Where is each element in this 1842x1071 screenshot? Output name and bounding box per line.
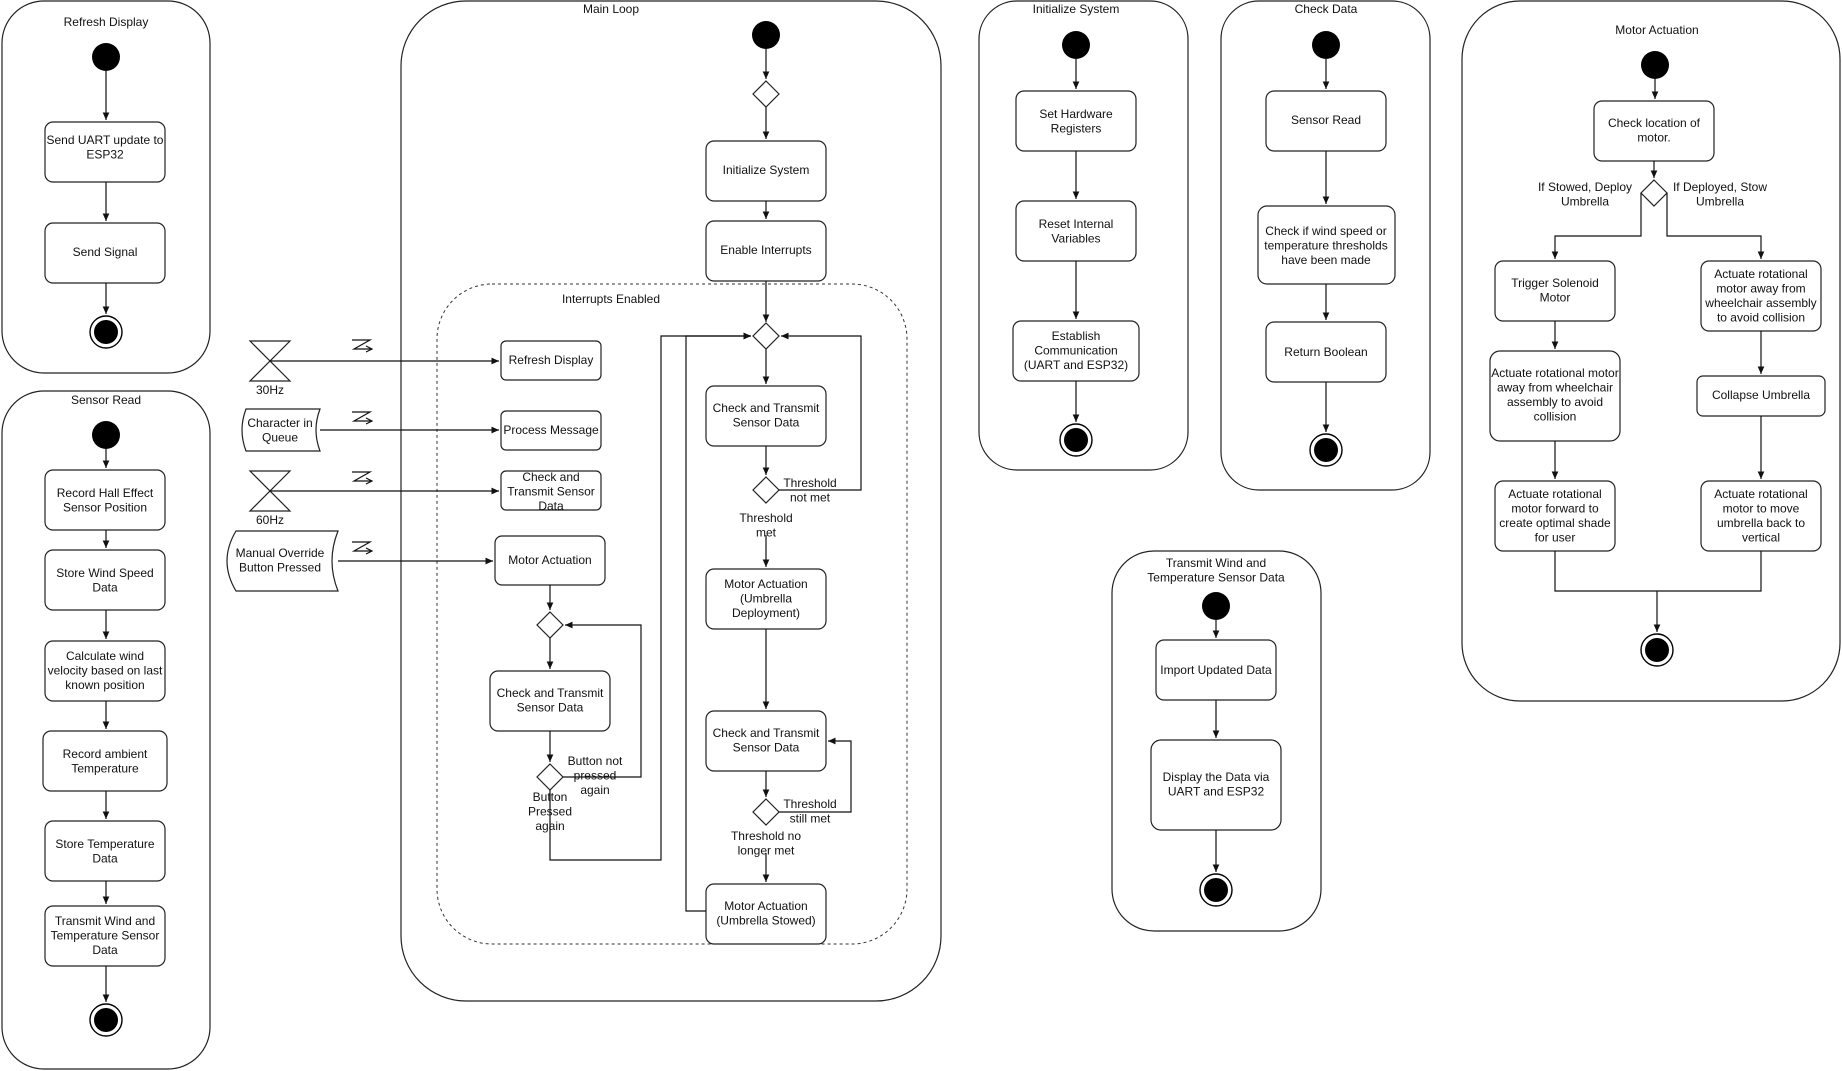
process-message-node xyxy=(500,410,602,451)
decision-diamond xyxy=(752,798,780,826)
motor-actuation-label: Motor Actuation xyxy=(508,553,591,567)
store-wind-node xyxy=(44,549,166,611)
initialize-system-title: Initialize System xyxy=(1033,2,1120,16)
record-hall-node xyxy=(44,469,166,531)
start-node xyxy=(1062,31,1090,59)
return-boolean-label: Return Boolean xyxy=(1284,345,1367,359)
record-temp-node xyxy=(42,730,168,792)
lightning-icon xyxy=(351,541,374,555)
end-node xyxy=(1640,633,1674,667)
check-transmit-small-node xyxy=(500,470,602,511)
send-uart-node xyxy=(44,121,166,183)
send-signal-node xyxy=(44,222,166,284)
end-node xyxy=(89,315,123,349)
start-node xyxy=(92,421,120,449)
manual-override-signal xyxy=(226,530,339,592)
interrupts-enabled-title: Interrupts Enabled xyxy=(562,292,660,306)
transmit-sensor-node xyxy=(44,905,166,967)
motor-stowed-node xyxy=(705,883,827,945)
decision-diamond xyxy=(752,476,780,504)
check-data-title: Check Data xyxy=(1295,2,1358,16)
hz60-label: 60Hz xyxy=(256,513,284,527)
main-loop-title: Main Loop xyxy=(583,2,639,16)
start-node xyxy=(1312,31,1340,59)
lightning-icon xyxy=(351,411,374,425)
char-queue-signal xyxy=(241,408,321,452)
sensor-read-title: Sensor Read xyxy=(71,393,141,407)
send-signal-label: Send Signal xyxy=(73,245,138,259)
interrupts-enabled-region: Interrupts Enabled xyxy=(436,283,908,945)
refresh-display-label: Refresh Display xyxy=(509,353,594,367)
import-data-label: Import Updated Data xyxy=(1160,663,1272,677)
lightning-icon xyxy=(351,471,374,485)
motor-actuation-title: Motor Actuation xyxy=(1615,23,1698,37)
enable-interrupts-label: Enable Interrupts xyxy=(720,243,811,257)
end-node xyxy=(89,1003,123,1037)
decision-diamond xyxy=(1640,179,1668,207)
start-node xyxy=(1641,51,1669,79)
start-node xyxy=(92,43,120,71)
end-node xyxy=(1199,873,1233,907)
sensor-read-label: Sensor Read xyxy=(1291,113,1361,127)
start-node xyxy=(1202,592,1230,620)
process-message-label: Process Message xyxy=(503,423,599,437)
store-temp-node xyxy=(44,820,166,882)
end-node xyxy=(1059,423,1093,457)
end-node xyxy=(1309,433,1343,467)
calc-velocity-node xyxy=(44,640,166,702)
hz30-label: 30Hz xyxy=(256,383,284,397)
start-node xyxy=(752,21,780,49)
main-loop-frame: Main Loop xyxy=(400,0,942,1002)
initialize-system-label: Initialize System xyxy=(723,163,810,177)
lightning-icon xyxy=(351,339,374,353)
motor-stowed-label: Motor Actuation(Umbrella Stowed) xyxy=(716,899,815,928)
collapse-umbrella-label: Collapse Umbrella xyxy=(1712,388,1810,402)
refresh-display-node xyxy=(500,340,602,381)
refresh-display-title: Refresh Display xyxy=(64,15,149,29)
